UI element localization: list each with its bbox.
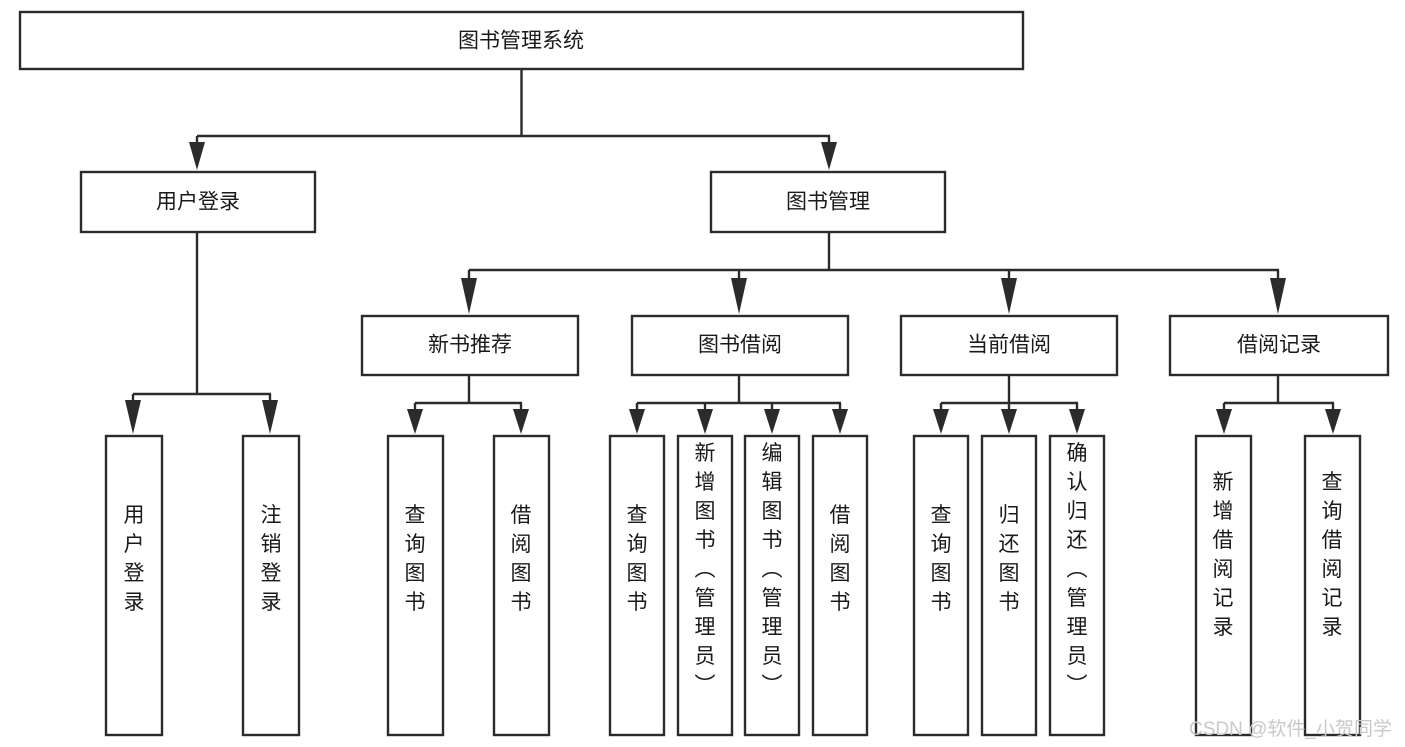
node-leaf-confirm-return[interactable]: 确认归还︵管理员︶ [1048,434,1106,737]
arrow-to-user-login [189,142,205,170]
arrow-leaf-borrow-book-1 [513,409,529,434]
node-leaf-query-book-1-label: 查询图书 [405,504,426,614]
node-new-book-rec-label: 新书推荐 [428,334,512,357]
arrow-leaf-query-book-2 [629,409,645,434]
csdn-watermark: CSDN @软件_小贺同学 [1189,718,1392,740]
node-current-borrow-box[interactable] [899,314,1119,377]
arrow-to-current-borrow [1001,278,1017,314]
node-leaf-return-book[interactable]: 归还图书 [980,434,1038,737]
node-leaf-borrow-book-2-label: 借阅图书 [830,504,851,614]
node-user-login-box[interactable] [79,170,317,234]
node-leaf-query-record-label: 查询借阅记录 [1322,471,1343,639]
node-leaf-query-book-2-box[interactable] [608,434,666,737]
arrow-leaf-return-book [1001,409,1017,434]
node-book-manage-label: 图书管理 [786,191,870,214]
arrow-leaf-user-login [125,400,141,434]
node-leaf-query-book-3-label: 查询图书 [931,504,952,614]
arrow-to-book-manage [821,142,837,170]
node-book-borrow-label: 图书借阅 [698,334,782,357]
node-current-borrow-label: 当前借阅 [967,334,1051,357]
node-book-borrow[interactable]: 图书借阅 [630,314,850,377]
edge-layer [125,69,1341,434]
node-leaf-add-record[interactable]: 新增借阅记录 [1194,434,1253,737]
node-leaf-borrow-book-1-box[interactable] [492,434,551,737]
node-borrow-record-box[interactable] [1168,314,1390,377]
node-root-label: 图书管理系统 [458,30,584,53]
node-leaf-logout[interactable]: 注销登录 [241,434,301,737]
node-leaf-borrow-book-2-box[interactable] [811,434,869,737]
node-borrow-record-label: 借阅记录 [1237,334,1321,357]
node-leaf-query-book-1[interactable]: 查询图书 [386,434,445,737]
node-leaf-query-book-3-box[interactable] [912,434,970,737]
arrow-leaf-add-record [1216,409,1232,434]
node-leaf-edit-book[interactable]: 编辑图书︵管理员︶ [743,434,801,737]
node-leaf-add-record-box[interactable] [1194,434,1253,737]
node-book-manage[interactable]: 图书管理 [709,170,947,234]
arrow-leaf-borrow-book-2 [832,409,848,434]
node-leaf-edit-book-box[interactable] [743,434,801,737]
node-user-login-label: 用户登录 [156,191,240,214]
node-leaf-confirm-return-box[interactable] [1048,434,1106,737]
node-leaf-user-login[interactable]: 用户登录 [104,434,164,737]
node-leaf-user-login-label: 用户登录 [124,504,145,614]
arrow-leaf-edit-book [764,409,780,434]
node-leaf-logout-label: 注销登录 [261,504,282,614]
arrow-leaf-logout [262,400,278,434]
arrow-leaf-query-book-1 [407,409,423,434]
node-new-book-rec-box[interactable] [360,314,580,377]
arrow-leaf-confirm-return [1069,409,1085,434]
node-leaf-confirm-return-label: 确认归还︵管理员︶ [1067,442,1088,697]
node-leaf-query-book-3[interactable]: 查询图书 [912,434,970,737]
arrow-leaf-query-record [1325,409,1341,434]
node-leaf-borrow-book-2[interactable]: 借阅图书 [811,434,869,737]
node-leaf-user-login-box[interactable] [104,434,164,737]
node-leaf-query-book-2[interactable]: 查询图书 [608,434,666,737]
arrow-to-book-borrow [731,278,747,314]
node-new-book-rec[interactable]: 新书推荐 [360,314,580,377]
node-leaf-query-book-2-label: 查询图书 [627,504,648,614]
node-leaf-logout-box[interactable] [241,434,301,737]
node-current-borrow[interactable]: 当前借阅 [899,314,1119,377]
node-leaf-borrow-book-1[interactable]: 借阅图书 [492,434,551,737]
node-leaf-return-book-box[interactable] [980,434,1038,737]
node-borrow-record[interactable]: 借阅记录 [1168,314,1390,377]
arrow-to-new-book-rec [461,278,477,314]
arrow-to-borrow-record [1270,278,1286,314]
node-root[interactable]: 图书管理系统 [18,10,1025,71]
node-leaf-query-record[interactable]: 查询借阅记录 [1303,434,1362,737]
node-leaf-add-book[interactable]: 新增图书︵管理员︶ [676,434,734,737]
arrow-leaf-query-book-3 [933,409,949,434]
node-leaf-query-record-box[interactable] [1303,434,1362,737]
node-book-borrow-box[interactable] [630,314,850,377]
node-leaf-add-book-box[interactable] [676,434,734,737]
node-leaf-add-book-label: 新增图书︵管理员︶ [695,442,716,697]
node-leaf-query-book-1-box[interactable] [386,434,445,737]
node-leaf-borrow-book-1-label: 借阅图书 [511,504,532,614]
node-leaf-edit-book-label: 编辑图书︵管理员︶ [762,442,783,697]
node-leaf-return-book-label: 归还图书 [999,504,1020,614]
node-book-manage-box[interactable] [709,170,947,234]
node-user-login[interactable]: 用户登录 [79,170,317,234]
node-root-box[interactable] [18,10,1025,71]
node-leaf-add-record-label: 新增借阅记录 [1213,471,1234,639]
arrow-leaf-add-book [697,409,713,434]
